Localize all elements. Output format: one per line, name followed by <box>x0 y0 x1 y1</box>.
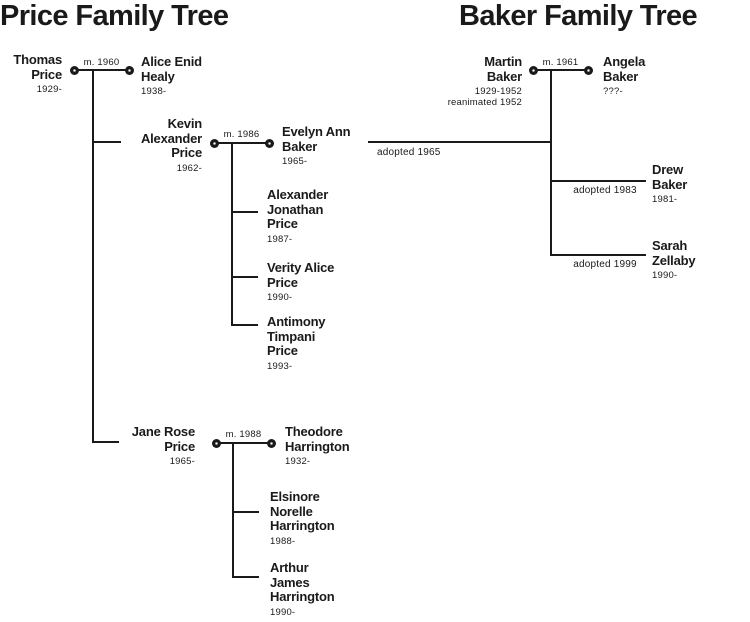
marriage-line <box>214 142 269 144</box>
person-name: Elsinore Norelle Harrington <box>270 489 335 533</box>
marriage-dot <box>211 438 221 448</box>
kevin-branch-line <box>92 141 121 143</box>
person-dates: 1929-1952 reanimated 1952 <box>447 86 522 108</box>
person-name: Verity Alice Price <box>267 260 335 290</box>
person-martin-baker: Martin Baker 1929-1952 reanimated 1952 <box>447 54 523 108</box>
person-name: Alice Enid Healy <box>141 54 202 84</box>
elsinore-branch-line <box>232 511 259 513</box>
person-dates: 1993- <box>267 360 293 372</box>
baker-descent-line <box>550 70 552 256</box>
person-name: Jane Rose Price <box>131 424 195 454</box>
person-name: Theodore Harrington <box>285 424 350 454</box>
person-dates: 1965- <box>169 456 195 467</box>
baker-tree-title: Baker Family Tree <box>459 0 698 32</box>
sarah-branch-line <box>550 254 646 256</box>
person-dates: ???- <box>603 86 623 97</box>
person-kevin-alexander-price: Kevin Alexander Price 1962- <box>140 116 202 174</box>
drew-branch-line <box>550 180 646 182</box>
marriage-label: m. 1988 <box>225 429 262 440</box>
marriage-label: m. 1961 <box>542 57 579 68</box>
person-name: Sarah Zellaby <box>652 238 696 268</box>
person-dates: 1929- <box>36 84 62 95</box>
person-name: Thomas Price <box>13 52 62 82</box>
marriage-line <box>533 69 588 71</box>
jane-descent-line <box>232 443 234 578</box>
person-dates: 1990- <box>270 606 296 618</box>
price-descent-line <box>92 70 94 443</box>
person-antimony-timpani-price: Antimony Timpani Price 1993- <box>267 314 326 372</box>
person-name: Evelyn Ann Baker <box>282 124 351 154</box>
person-dates: 1987- <box>267 233 293 245</box>
person-name: Kevin Alexander Price <box>140 116 202 160</box>
person-name: Angela Baker <box>603 54 646 84</box>
person-dates: 1981- <box>652 194 678 205</box>
marriage-dot <box>69 65 79 75</box>
jane-branch-line <box>92 441 119 443</box>
verity-branch-line <box>231 276 258 278</box>
evelyn-adoption-line <box>368 141 552 143</box>
marriage-dot <box>264 138 274 148</box>
arthur-branch-line <box>232 576 259 578</box>
kevin-descent-line <box>231 143 233 326</box>
person-dates: 1988- <box>270 535 296 547</box>
person-alice-enid-healy: Alice Enid Healy 1938- <box>141 54 202 98</box>
marriage-dot <box>124 65 134 75</box>
person-dates: 1990- <box>652 270 678 281</box>
price-tree-title: Price Family Tree <box>0 0 229 32</box>
marriage-line <box>216 442 271 444</box>
adoption-label-evelyn: adopted 1965 <box>377 147 441 158</box>
marriage-dot <box>528 65 538 75</box>
person-verity-alice-price: Verity Alice Price 1990- <box>267 260 335 304</box>
person-dates: 1962- <box>176 162 202 174</box>
marriage-label: m. 1960 <box>83 57 120 68</box>
person-thomas-price: Thomas Price 1929- <box>13 52 62 96</box>
antimony-branch-line <box>231 324 258 326</box>
person-theodore-harrington: Theodore Harrington 1932- <box>285 424 350 468</box>
person-alexander-jonathan-price: Alexander Jonathan Price 1987- <box>267 187 329 245</box>
marriage-dot <box>209 138 219 148</box>
person-dates: 1938- <box>141 86 167 97</box>
person-evelyn-ann-baker: Evelyn Ann Baker 1965- <box>282 124 351 168</box>
person-elsinore-norelle-harrington: Elsinore Norelle Harrington 1988- <box>270 489 335 547</box>
person-name: Antimony Timpani Price <box>267 314 326 358</box>
person-drew-baker: Drew Baker 1981- <box>652 162 688 206</box>
marriage-dot <box>266 438 276 448</box>
alexander-branch-line <box>231 211 258 213</box>
person-sarah-zellaby: Sarah Zellaby 1990- <box>652 238 696 282</box>
person-name: Drew Baker <box>652 162 688 192</box>
person-name: Martin Baker <box>484 54 522 84</box>
person-dates: 1932- <box>285 456 311 467</box>
person-angela-baker: Angela Baker ???- <box>603 54 646 98</box>
marriage-dot <box>583 65 593 75</box>
marriage-line <box>74 69 129 71</box>
person-name: Arthur James Harrington <box>270 560 335 604</box>
person-dates: 1965- <box>282 156 308 167</box>
marriage-label: m. 1986 <box>223 129 260 140</box>
adoption-label-drew: adopted 1983 <box>573 185 637 196</box>
person-jane-rose-price: Jane Rose Price 1965- <box>131 424 195 468</box>
person-arthur-james-harrington: Arthur James Harrington 1990- <box>270 560 335 618</box>
person-dates: 1990- <box>267 292 293 303</box>
person-name: Alexander Jonathan Price <box>267 187 329 231</box>
adoption-label-sarah: adopted 1999 <box>573 259 637 270</box>
